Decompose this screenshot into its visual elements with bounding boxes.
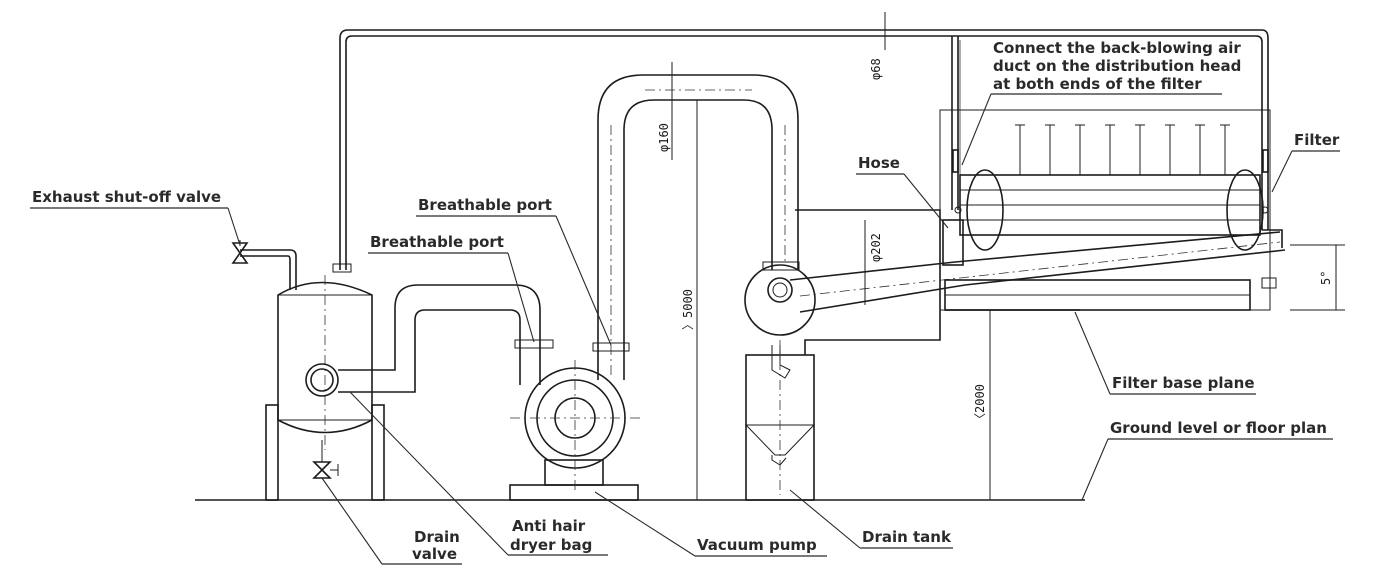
separator-tank	[265, 263, 385, 501]
dim-d202-text: φ202	[869, 233, 883, 262]
dim-d68: φ68	[869, 12, 892, 80]
dim-h5000: 〉5000	[681, 99, 704, 500]
filter	[939, 109, 1277, 311]
dim-d202: φ202	[864, 220, 883, 305]
vacuum-pump-label: Vacuum pump	[697, 536, 817, 554]
tank-to-pump-pipe	[338, 284, 554, 393]
breathable-port-upper-label: Breathable port	[418, 196, 552, 214]
filter-base-plane-label: Filter base plane	[1112, 374, 1255, 392]
drain-valve-line2: valve	[412, 545, 457, 563]
dim-angle-text: 5°	[1319, 271, 1333, 285]
back-blowing-air-duct	[339, 29, 1269, 270]
label-breathable-port-upper: Breathable port	[416, 196, 612, 346]
suction-pipe	[789, 219, 1286, 313]
exhaust-shut-off-valve	[231, 240, 297, 290]
label-filter-base-plane: Filter base plane	[1074, 311, 1256, 395]
angle-indicator: 5°	[1290, 244, 1345, 311]
dim-h5000-text: 〉5000	[681, 289, 695, 330]
vacuum-pump	[509, 360, 640, 501]
drain-valve	[312, 461, 339, 479]
connect-duct-line1: Connect the back-blowing air	[993, 39, 1241, 57]
label-connect-duct: Connect the back-blowing air duct on the…	[961, 39, 1241, 166]
connect-duct-line3: at both ends of the filter	[993, 75, 1202, 93]
dim-d68-text: φ68	[869, 58, 883, 80]
hose-label: Hose	[858, 154, 900, 172]
filter-base-plane: 〈2000	[945, 309, 1080, 501]
label-drain-tank: Drain tank	[789, 489, 953, 549]
exhaust-valve-label: Exhaust shut-off valve	[32, 188, 221, 206]
label-ground-level: Ground level or floor plan	[1081, 419, 1333, 501]
drain-tank	[744, 209, 941, 501]
connect-duct-line2: duct on the distribution head	[993, 57, 1241, 75]
label-anti-hair-bag: Anti hair dryer bag	[349, 391, 608, 556]
label-filter: Filter	[1271, 131, 1340, 193]
label-hose: Hose	[856, 154, 949, 229]
anti-hair-line1: Anti hair	[512, 517, 586, 535]
filter-label: Filter	[1294, 131, 1340, 149]
drain-valve-line1: Drain	[414, 528, 460, 546]
label-drain-valve: Drain valve	[321, 477, 462, 565]
label-exhaust-valve: Exhaust shut-off valve	[30, 188, 241, 246]
pump-outlet-u-pipe	[592, 74, 800, 380]
label-breathable-port-lower: Breathable port	[368, 233, 535, 343]
label-vacuum-pump: Vacuum pump	[594, 491, 827, 557]
anti-hair-line2: dryer bag	[510, 536, 592, 554]
ground-level-label: Ground level or floor plan	[1110, 419, 1327, 437]
dim-d160-text: φ160	[657, 123, 671, 152]
dim-h2000-text: 〈2000	[973, 384, 987, 425]
breathable-port-lower-label: Breathable port	[370, 233, 504, 251]
drain-tank-label: Drain tank	[862, 528, 952, 546]
dim-d160: φ160	[657, 62, 680, 160]
